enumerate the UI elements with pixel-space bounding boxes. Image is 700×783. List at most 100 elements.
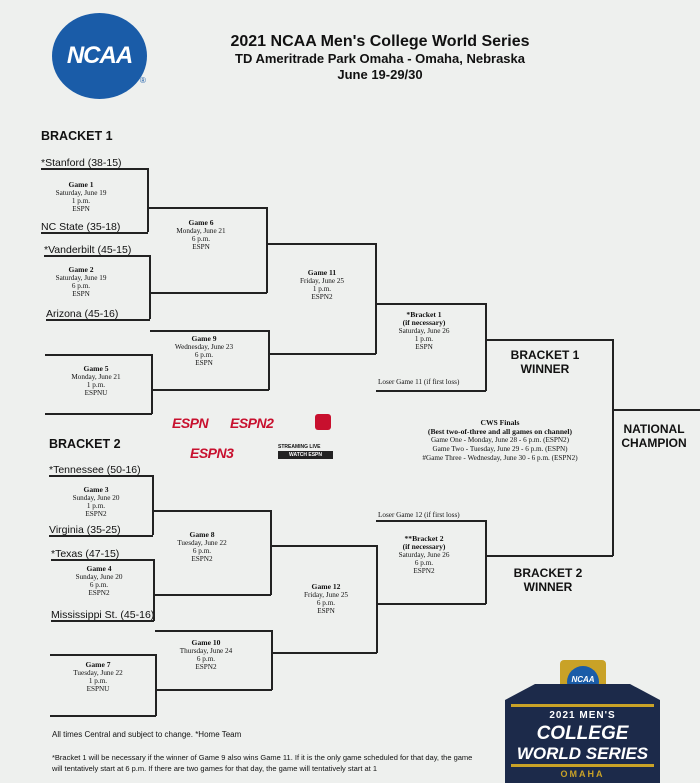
bracket-line bbox=[154, 594, 271, 596]
finals-subtitle: (Best two-of-three and all games on chan… bbox=[427, 427, 573, 436]
team-vanderbilt: *Vanderbilt (45-15) bbox=[44, 244, 132, 256]
cws-logo-ncaa: NCAA bbox=[571, 675, 595, 684]
team-nc-state: NC State (35-18) bbox=[41, 221, 121, 233]
bracket-line bbox=[272, 652, 377, 654]
bracket-line bbox=[156, 689, 272, 691]
bracket-line bbox=[46, 319, 150, 321]
finals-title: CWS Finals bbox=[480, 418, 520, 427]
bracket-line bbox=[155, 630, 272, 632]
game-10: Game 10 Thursday, June 24 6 p.m. ESPN2 bbox=[179, 638, 233, 672]
registered-mark: ® bbox=[140, 76, 146, 85]
bracket-line bbox=[152, 389, 269, 391]
bracket-line bbox=[147, 168, 149, 232]
game-12: Game 12 Friday, June 25 6 p.m. ESPN bbox=[303, 582, 349, 616]
game-8: Game 8 Tuesday, June 22 6 p.m. ESPN2 bbox=[177, 530, 227, 564]
espn3-logo: ESPN3 bbox=[190, 445, 234, 461]
national-champion: NATIONAL CHAMPION bbox=[621, 422, 687, 450]
bracket-line bbox=[271, 545, 377, 547]
bracket-line bbox=[150, 292, 267, 294]
bracket-line bbox=[149, 255, 151, 319]
bracket-line bbox=[376, 303, 486, 305]
bracket-line bbox=[49, 535, 153, 537]
bracket-line bbox=[45, 413, 152, 415]
dates: June 19-29/30 bbox=[337, 67, 423, 82]
bracket-line bbox=[153, 510, 271, 512]
bracket-line bbox=[152, 475, 154, 535]
bracket-line bbox=[269, 353, 376, 355]
footer-note: All times Central and subject to change.… bbox=[52, 730, 242, 739]
bracket2-winner: BRACKET 2 WINNER bbox=[513, 566, 583, 594]
cws-logo-college: COLLEGE bbox=[536, 723, 629, 744]
game-7: Game 7 Tuesday, June 22 1 p.m. ESPNU bbox=[73, 660, 123, 694]
cws-logo-world-series: WORLD SERIES bbox=[516, 744, 649, 763]
espnu-icon bbox=[315, 414, 331, 430]
ncaa-logo-text: NCAA bbox=[66, 42, 133, 69]
cws-logo-shape bbox=[505, 660, 660, 783]
espn-logo: ESPN bbox=[172, 415, 209, 431]
team-tennessee: *Tennessee (50-16) bbox=[49, 464, 141, 476]
finals-game-three: #Game Three - Wednesday, June 30 - 6 p.m… bbox=[422, 454, 578, 462]
bracket-line bbox=[485, 303, 487, 391]
bracket-line bbox=[376, 390, 486, 392]
bracket-line bbox=[270, 510, 272, 595]
game-4: Game 4 Sunday, June 20 6 p.m. ESPN2 bbox=[75, 564, 123, 598]
bracket1-heading: BRACKET 1 bbox=[41, 129, 113, 143]
loser-note-12: Loser Game 12 (if first loss) bbox=[378, 511, 460, 519]
bracket-line bbox=[271, 630, 273, 690]
team-texas: *Texas (47-15) bbox=[51, 548, 120, 560]
game-1: Game 1 Saturday, June 19 1 p.m. ESPN bbox=[55, 180, 107, 214]
bracket-line bbox=[375, 243, 377, 354]
title-block: 2021 NCAA Men's College World Series TD … bbox=[180, 32, 580, 83]
cws-logo-omaha: OMAHA bbox=[560, 769, 605, 779]
bracket-line bbox=[45, 354, 152, 356]
team-arizona: Arizona (45-16) bbox=[46, 308, 119, 320]
bracket-line bbox=[376, 520, 486, 522]
bracket-line bbox=[486, 339, 613, 341]
bracket2-final: **Bracket 2 (if necessary) Saturday, Jun… bbox=[398, 534, 450, 576]
bracket-line bbox=[267, 243, 376, 245]
game-2: Game 2 Saturday, June 19 6 p.m. ESPN bbox=[55, 265, 107, 299]
game-5: Game 5 Monday, June 21 1 p.m. ESPNU bbox=[71, 364, 121, 398]
bracket-line bbox=[266, 207, 268, 293]
footer-bracket-note: *Bracket 1 will be necessary if the winn… bbox=[52, 753, 473, 773]
bracket-line bbox=[376, 545, 378, 653]
ncaa-logo: NCAA bbox=[52, 13, 147, 99]
page-title: 2021 NCAA Men's College World Series bbox=[230, 33, 530, 50]
bracket-line bbox=[153, 559, 155, 621]
bracket-line bbox=[612, 339, 614, 556]
bracket-line bbox=[377, 603, 486, 605]
bracket-line bbox=[50, 654, 156, 656]
game-6: Game 6 Monday, June 21 6 p.m. ESPN bbox=[176, 218, 226, 252]
venue: TD Ameritrade Park Omaha - Omaha, Nebras… bbox=[235, 51, 525, 66]
team-stanford: *Stanford (38-15) bbox=[41, 157, 122, 169]
streaming-label: STREAMING LIVE bbox=[278, 444, 321, 450]
bracket-line bbox=[44, 255, 150, 257]
bracket-line bbox=[41, 168, 148, 170]
team-virginia: Virginia (35-25) bbox=[49, 524, 121, 536]
game-3: Game 3 Sunday, June 20 1 p.m. ESPN2 bbox=[72, 485, 120, 519]
bracket1-final: *Bracket 1 (if necessary) Saturday, June… bbox=[398, 310, 450, 352]
cws-logo-year: 2021 MEN'S bbox=[549, 710, 616, 721]
finals-game-one: Game One - Monday, June 28 - 6 p.m. (ESP… bbox=[430, 436, 570, 444]
bracket-line bbox=[49, 475, 153, 477]
bracket-line bbox=[51, 620, 154, 622]
bracket-line bbox=[613, 409, 700, 411]
bracket-line bbox=[268, 330, 270, 390]
bracket-line bbox=[150, 330, 269, 332]
game-9: Game 9 Wednesday, June 23 6 p.m. ESPN bbox=[174, 334, 234, 368]
bracket-line bbox=[50, 715, 156, 717]
loser-note-11: Loser Game 11 (if first loss) bbox=[378, 378, 460, 386]
bracket-line bbox=[155, 654, 157, 716]
bracket-line bbox=[148, 207, 267, 209]
game-11: Game 11 Friday, June 25 1 p.m. ESPN2 bbox=[299, 268, 345, 302]
watch-espn-logo: WATCH ESPN bbox=[278, 451, 333, 459]
team-mississippi-st: Mississippi St. (45-16) bbox=[51, 609, 155, 621]
bracket-line bbox=[485, 520, 487, 604]
bracket-line bbox=[41, 232, 148, 234]
bracket2-heading: BRACKET 2 bbox=[49, 437, 121, 451]
finals-game-two: Game Two - Tuesday, June 29 - 6 p.m. (ES… bbox=[432, 445, 568, 453]
cws-logo: NCAA 2021 MEN'S COLLEGE WORLD SERIES OMA… bbox=[505, 660, 660, 783]
espn2-logo: ESPN2 bbox=[230, 415, 274, 431]
bracket1-winner: BRACKET 1 WINNER bbox=[510, 348, 580, 376]
cws-finals: CWS Finals (Best two-of-three and all ga… bbox=[393, 418, 607, 463]
